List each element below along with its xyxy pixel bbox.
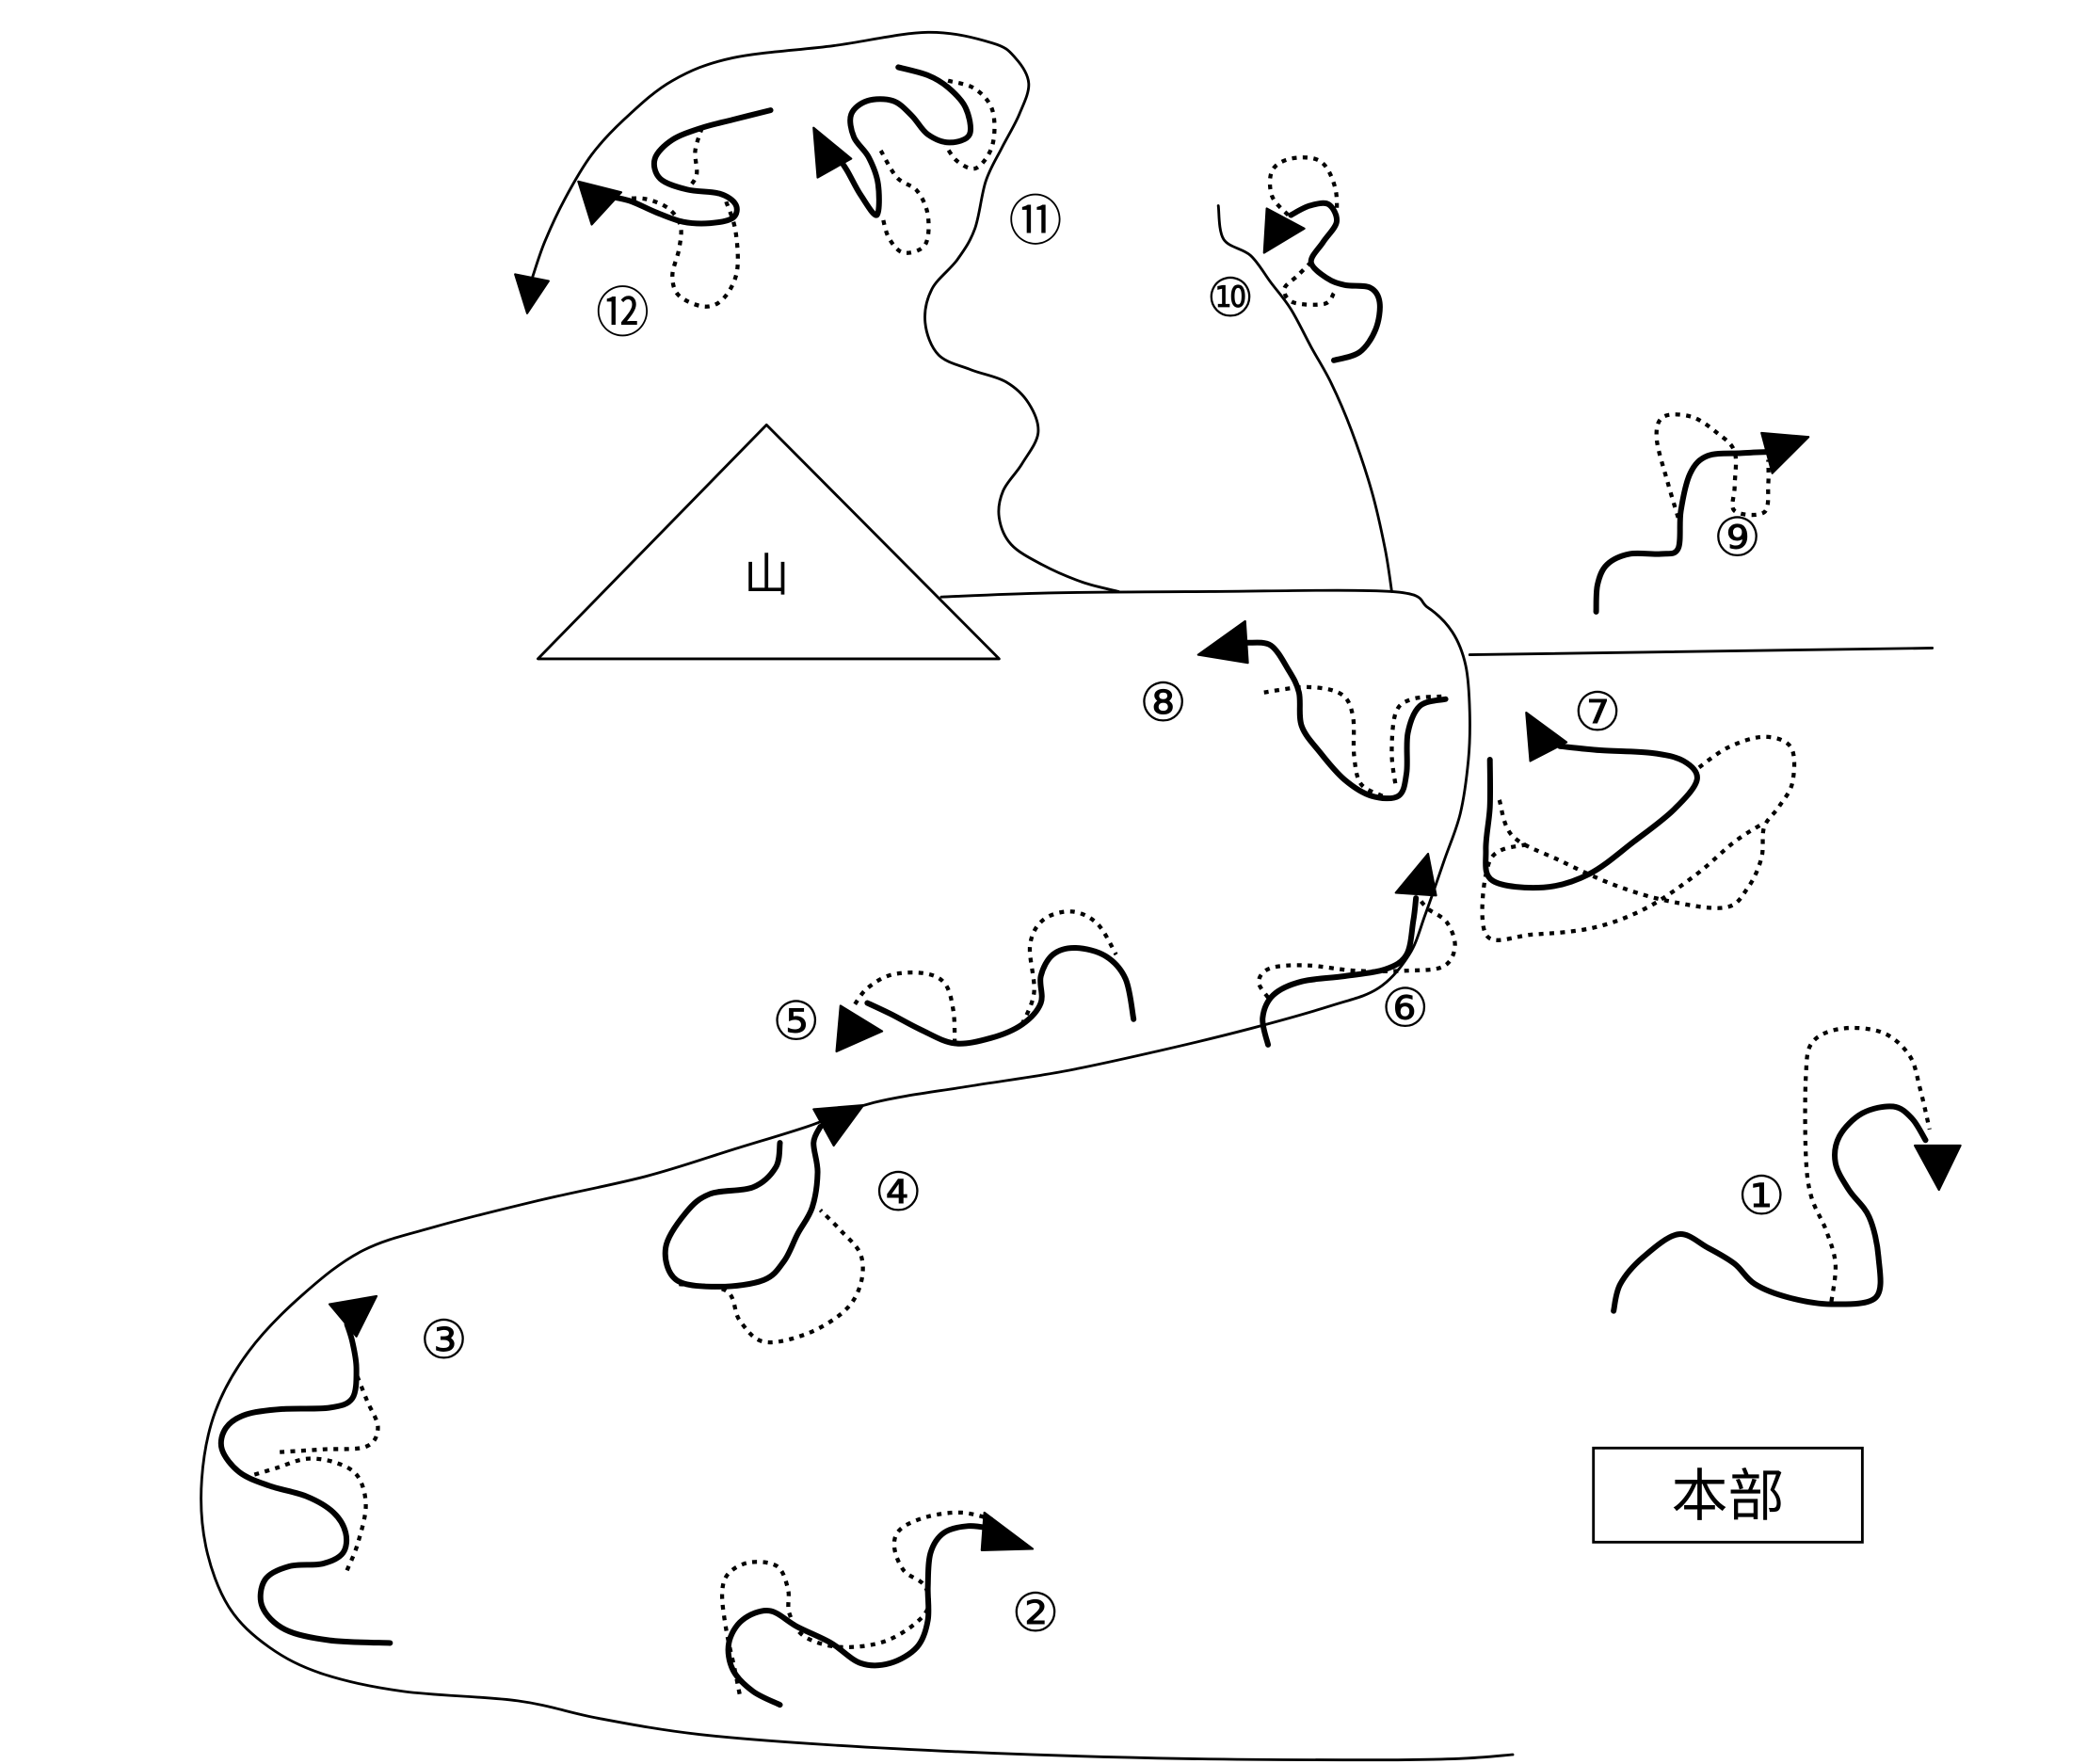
course-3-solid-path — [217, 1321, 393, 1646]
course-7-arrowhead — [1525, 711, 1568, 762]
course-3-dotted-path-b — [280, 1372, 380, 1454]
course-10: ⑩ — [1206, 155, 1383, 363]
course-1: ① — [1611, 1025, 1962, 1314]
course-7-solid-path — [1483, 743, 1700, 891]
course-8: ⑧ — [1139, 619, 1449, 802]
branch-line — [1216, 204, 1393, 593]
course-5-dotted-path-a — [852, 970, 957, 1044]
headquarters-label: 本部 — [1672, 1464, 1785, 1530]
course-2-dotted-path — [719, 1510, 993, 1695]
main-route-outline — [200, 588, 1515, 1762]
course-11-solid-path — [833, 64, 974, 218]
course-10-solid-path — [1288, 200, 1383, 363]
course-2-arrowhead — [980, 1511, 1035, 1551]
course-3-arrowhead — [328, 1294, 378, 1338]
course-10-arrowhead — [1262, 207, 1306, 254]
marker-5-label: ⑤ — [772, 991, 820, 1053]
marker-3-label: ③ — [420, 1309, 468, 1371]
course-12-arrowhead — [577, 180, 623, 226]
marker-1-label: ① — [1738, 1165, 1786, 1227]
course-12-solid-path — [613, 107, 774, 227]
outline-arrowhead — [514, 273, 550, 314]
course-11-dotted-path-a — [943, 78, 997, 171]
course-9-dotted-path — [1654, 412, 1771, 519]
course-7: ⑦ — [1480, 682, 1797, 942]
course-9-solid-path — [1593, 448, 1775, 615]
course-1-arrowhead — [1914, 1144, 1962, 1192]
course-11: ⑪ — [812, 64, 1063, 255]
course-8-dotted-path-a — [1263, 684, 1384, 798]
course-8-solid-path — [1244, 639, 1449, 802]
marker-6-label: ⑥ — [1381, 977, 1429, 1039]
course-6-dotted-path — [1256, 896, 1457, 1000]
triangle-mountain-icon — [537, 423, 1001, 661]
course-5-arrowhead — [835, 1004, 884, 1053]
course-1-solid-path — [1611, 1103, 1929, 1314]
course-4-dotted-path — [679, 1209, 865, 1345]
mountain: 山 — [537, 423, 1001, 661]
mountain-label: 山 — [744, 549, 790, 601]
marker-2-label: ② — [1011, 1582, 1059, 1644]
course-12-dotted-path-b — [620, 196, 740, 309]
course-2: ② — [719, 1510, 1060, 1708]
marker-12-label: ⑫ — [596, 282, 650, 345]
upper-area-outline — [531, 30, 1120, 593]
course-7-dotted-path-a — [1497, 734, 1797, 910]
marker-11-label: ⑪ — [1008, 191, 1062, 253]
headquarters: 本部 — [1592, 1446, 1864, 1544]
course-2-solid-path — [725, 1523, 996, 1708]
marker-10-label: ⑩ — [1206, 267, 1254, 329]
course-12: ⑫ — [577, 107, 774, 345]
course-5: ⑤ — [772, 909, 1137, 1053]
boundary-lines — [200, 30, 1934, 1762]
headquarters-box — [1592, 1446, 1864, 1544]
marker-4-label: ④ — [875, 1162, 923, 1224]
course-7-dotted-path-b — [1480, 821, 1766, 942]
course-12-dotted-path-a — [685, 127, 704, 191]
course-4-arrowhead — [812, 1104, 865, 1147]
course-3-dotted-path-a — [248, 1456, 368, 1572]
course-11-dotted-path-b — [878, 149, 931, 255]
course-10-dotted-path-b — [1267, 155, 1340, 222]
course-6-solid-path — [1260, 895, 1420, 1048]
course-9: ⑨ — [1593, 412, 1810, 615]
course-6: ⑥ — [1256, 852, 1457, 1048]
course-4-solid-path — [662, 1123, 824, 1290]
horizontal-divider-line — [1468, 647, 1934, 657]
marker-7-label: ⑦ — [1573, 682, 1621, 744]
course-9-arrowhead — [1760, 431, 1810, 474]
course-6-arrowhead — [1394, 852, 1437, 897]
course-10-dotted-path-a — [1281, 261, 1336, 307]
course-1-dotted-path — [1803, 1025, 1932, 1302]
marker-8-label: ⑧ — [1139, 672, 1187, 734]
course-4: ④ — [662, 1104, 923, 1345]
course-5-dotted-path-b — [1019, 909, 1118, 1026]
marker-9-label: ⑨ — [1713, 506, 1761, 569]
course-11-arrowhead — [812, 126, 853, 179]
course-5-solid-path — [864, 944, 1137, 1047]
course-8-arrowhead — [1196, 619, 1249, 665]
course-3: ③ — [217, 1294, 468, 1646]
